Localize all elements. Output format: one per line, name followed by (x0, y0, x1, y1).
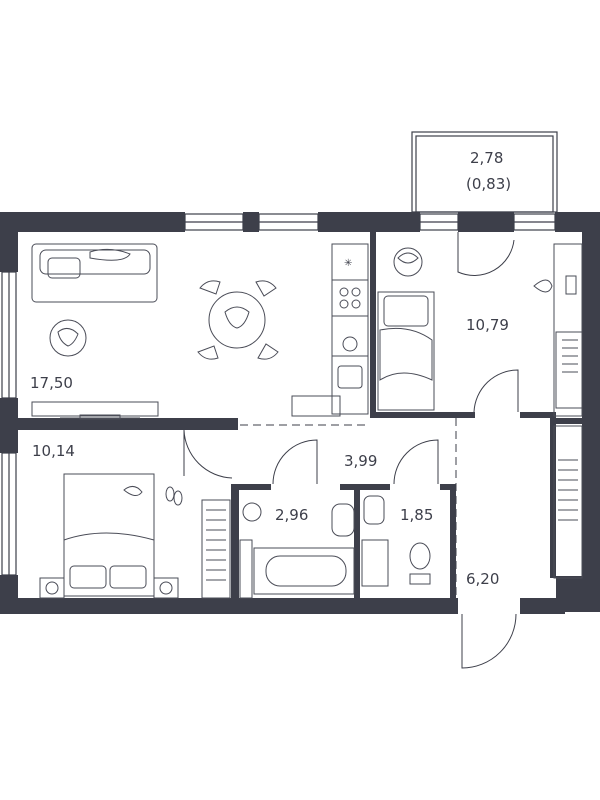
sofa (31, 243, 158, 303)
bed-right (377, 291, 435, 411)
area-corridor: 3,99 (344, 452, 377, 470)
nightstands (39, 577, 179, 599)
area-bedroom-right: 10,79 (466, 316, 509, 334)
walls (0, 212, 600, 614)
hall-wardrobe (553, 425, 583, 579)
windows (1, 213, 556, 576)
area-bedroom-left: 10,14 (32, 442, 75, 460)
area-balcony-reduced: (0,83) (466, 175, 511, 193)
area-bathroom: 2,96 (275, 506, 308, 524)
tv-stand (31, 401, 159, 420)
balcony (411, 131, 558, 213)
round-table (197, 280, 279, 360)
area-balcony: 2,78 (470, 149, 503, 167)
svg-text:✳: ✳ (344, 258, 352, 269)
wardrobe-left (201, 499, 231, 599)
pouf (49, 319, 87, 357)
bath-fixtures (239, 502, 355, 599)
toilet-fixtures (361, 495, 431, 587)
area-toilet: 1,85 (400, 506, 433, 524)
bed-left (63, 473, 155, 597)
slippers (165, 486, 183, 506)
bathtub (253, 547, 355, 595)
area-living-kitchen: 17,50 (30, 374, 73, 392)
area-hall: 6,20 (466, 570, 499, 588)
desk-and-wardrobe (533, 243, 583, 417)
doors (183, 232, 519, 669)
plant (393, 247, 423, 277)
kitchen: ✳ (291, 243, 369, 417)
